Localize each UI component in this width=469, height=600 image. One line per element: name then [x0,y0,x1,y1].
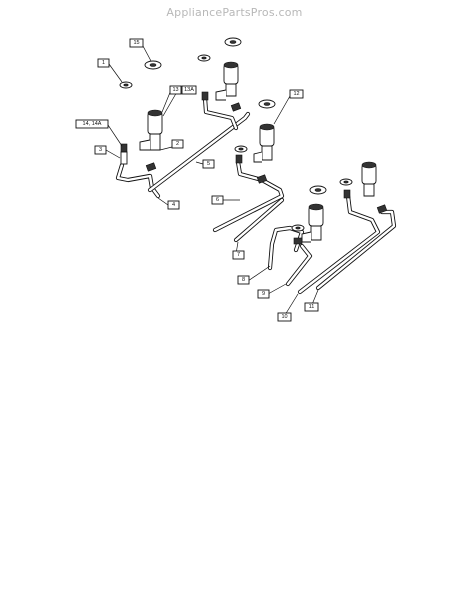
callout-6: 6 [211,195,224,205]
callout-15: 15 [129,38,144,48]
svg-text:13: 13 [172,87,178,93]
svg-text:12: 12 [293,91,299,97]
callout-9: 9 [257,289,270,299]
svg-text:14, 14A: 14, 14A [83,121,102,127]
svg-text:1: 1 [102,60,105,66]
callout-11: 11 [304,302,319,312]
fittings [120,91,388,245]
callouts: 15 1 13 13A 14, 14A 2 [75,38,319,322]
callout-13a: 13A [181,85,197,95]
svg-text:2: 2 [176,141,179,147]
svg-text:11: 11 [309,304,315,310]
svg-text:9: 9 [262,291,265,297]
orifice-washers [119,37,353,232]
svg-text:7: 7 [237,252,240,258]
callout-8: 8 [237,275,250,285]
tubes [115,95,397,295]
callout-3: 3 [94,145,107,155]
callout-12: 12 [289,89,304,99]
callout-4: 4 [167,200,180,210]
callout-2: 2 [171,139,184,149]
svg-text:10: 10 [281,314,287,320]
svg-text:3: 3 [99,147,102,153]
callout-7: 7 [232,250,245,260]
svg-text:15: 15 [133,40,139,46]
svg-text:6: 6 [216,197,219,203]
callout-10: 10 [277,312,292,322]
callout-5: 5 [202,159,215,169]
leader-lines [105,45,319,316]
svg-text:5: 5 [207,161,210,167]
burner-valves [139,61,377,243]
site-watermark: AppliancePartsPros.com [166,6,303,19]
callout-1: 1 [97,58,110,68]
svg-text:4: 4 [172,202,175,208]
svg-text:13A: 13A [184,87,194,93]
callout-14-14a: 14, 14A [75,119,109,129]
callout-13: 13 [169,85,182,95]
svg-text:8: 8 [242,277,245,283]
